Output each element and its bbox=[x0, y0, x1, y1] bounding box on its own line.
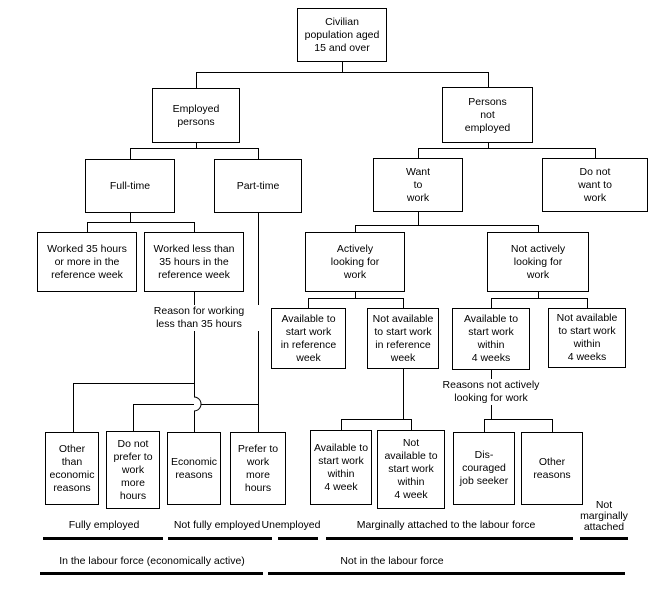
connector-line bbox=[418, 148, 596, 149]
bracket-marginally-attached bbox=[326, 537, 573, 540]
connector-line bbox=[403, 369, 404, 420]
connector-line bbox=[341, 419, 412, 420]
node-available-ref-week: Available to start work in reference wee… bbox=[271, 308, 346, 369]
connector-line bbox=[538, 225, 539, 232]
connector-line bbox=[484, 419, 553, 420]
node-available-4-week: Available to start work within 4 week bbox=[310, 430, 372, 505]
connector-line bbox=[355, 225, 356, 232]
node-worked-35-or-more: Worked 35 hours or more in the reference… bbox=[37, 232, 137, 292]
line-jump-arc bbox=[193, 396, 202, 412]
bracket-not-in-labour-force bbox=[268, 572, 625, 575]
node-want-to-work: Want to work bbox=[373, 158, 463, 212]
connector-line bbox=[491, 298, 588, 299]
connector-line bbox=[73, 383, 195, 384]
connector-line bbox=[552, 419, 553, 432]
connector-line bbox=[488, 72, 489, 88]
bracket-label-not-fully-employed: Not fully employed bbox=[173, 519, 261, 531]
connector-line bbox=[130, 213, 131, 223]
bracket-label-not-in-labour-force: Not in the labour force bbox=[340, 555, 444, 567]
node-worked-less-35: Worked less than 35 hours in the referen… bbox=[144, 232, 244, 292]
bracket-not-marginally-attached bbox=[580, 537, 628, 540]
connector-line bbox=[418, 212, 419, 226]
node-do-not-prefer: Do not prefer to work more hours bbox=[106, 431, 160, 509]
bracket-label-marginally-attached: Marginally attached to the labour force bbox=[356, 519, 536, 531]
node-not-available-4-weeks: Not available to start work within 4 wee… bbox=[548, 308, 626, 368]
node-civilian: Civilian population aged 15 and over bbox=[297, 8, 387, 62]
node-do-not-want-to-work: Do not want to work bbox=[542, 158, 648, 212]
node-economic-reasons: Economic reasons bbox=[167, 432, 221, 505]
node-part-time: Part-time bbox=[214, 159, 302, 213]
node-discouraged: Dis- couraged job seeker bbox=[453, 432, 515, 505]
connector-line bbox=[194, 292, 195, 398]
connector-line bbox=[488, 143, 489, 149]
connector-line bbox=[418, 148, 419, 158]
bracket-fully-employed bbox=[43, 537, 163, 540]
connector-line bbox=[196, 72, 489, 73]
connector-line bbox=[308, 298, 404, 299]
node-not-actively-looking: Not actively looking for work bbox=[487, 232, 589, 292]
connector-line bbox=[484, 419, 485, 432]
connector-line bbox=[491, 298, 492, 308]
annotation-reasons-not-actively: Reasons not actively looking for work bbox=[431, 379, 551, 405]
connector-line bbox=[587, 298, 588, 308]
annotation-not-marginally: Not marginally attached bbox=[574, 500, 634, 533]
connector-line bbox=[196, 143, 197, 149]
bracket-label-unemployed: Unemployed bbox=[261, 519, 321, 531]
bracket-label-fully-employed: Fully employed bbox=[68, 519, 140, 531]
annotation-reason-working: Reason for working less than 35 hours bbox=[139, 305, 259, 331]
connector-line bbox=[130, 148, 131, 159]
connector-line bbox=[403, 298, 404, 308]
connector-line bbox=[308, 298, 309, 308]
node-persons-not-employed: Persons not employed bbox=[442, 87, 533, 143]
connector-line bbox=[196, 72, 197, 88]
bracket-in-labour-force bbox=[40, 572, 263, 575]
node-actively-looking: Actively looking for work bbox=[305, 232, 405, 292]
connector-line bbox=[341, 419, 342, 430]
connector-line bbox=[342, 62, 343, 73]
bracket-label-in-labour-force: In the labour force (economically active… bbox=[59, 555, 245, 567]
node-available-4-weeks: Available to start work within 4 weeks bbox=[452, 308, 530, 370]
node-other-reasons: Other reasons bbox=[521, 432, 583, 505]
connector-line bbox=[355, 292, 356, 299]
connector-line bbox=[194, 410, 195, 432]
connector-line bbox=[87, 222, 195, 223]
bracket-not-fully-employed bbox=[168, 537, 272, 540]
connector-line bbox=[130, 148, 259, 149]
connector-line bbox=[258, 148, 259, 159]
node-prefer-more-hours: Prefer to work more hours bbox=[230, 432, 286, 505]
connector-line bbox=[538, 292, 539, 299]
connector-line bbox=[133, 404, 134, 431]
connector-line bbox=[87, 222, 88, 232]
bracket-unemployed bbox=[278, 537, 318, 540]
node-not-available-4-week: Not available to start work within 4 wee… bbox=[377, 430, 445, 509]
node-full-time: Full-time bbox=[85, 159, 175, 213]
connector-line bbox=[355, 225, 539, 226]
connector-line bbox=[411, 419, 412, 430]
node-employed: Employed persons bbox=[152, 88, 240, 143]
node-other-than-economic: Other than economic reasons bbox=[45, 432, 99, 505]
connector-line bbox=[595, 148, 596, 158]
connector-line bbox=[73, 383, 74, 432]
node-not-available-ref-week: Not available to start work in reference… bbox=[367, 308, 439, 369]
connector-line bbox=[194, 222, 195, 232]
